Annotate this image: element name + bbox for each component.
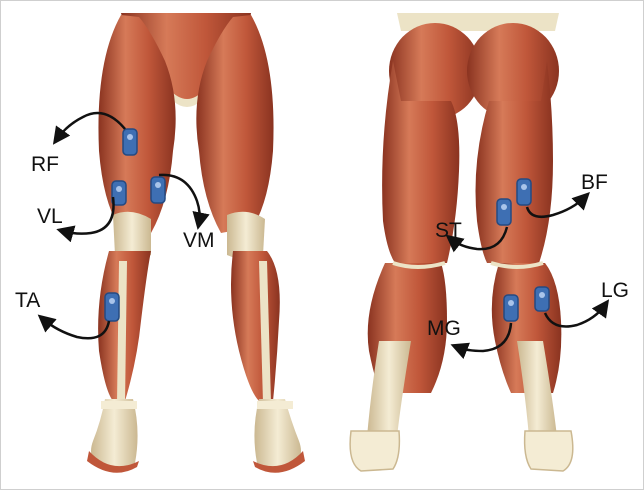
- electrode-vm: [151, 177, 165, 203]
- label-rf: RF: [31, 153, 59, 176]
- front-left-foot: [91, 399, 138, 468]
- label-vm: VM: [183, 229, 215, 252]
- electrode-bf: [517, 179, 531, 205]
- back-view: BF ST MG LG: [350, 13, 629, 471]
- arrow-vl: [63, 197, 114, 234]
- label-ta: TA: [15, 289, 40, 312]
- electrode-mg: [504, 295, 518, 321]
- electrode-rf: [123, 129, 137, 155]
- label-st: ST: [435, 219, 462, 242]
- front-left-ankle-band: [101, 401, 137, 409]
- label-mg: MG: [427, 317, 461, 340]
- label-vl: VL: [37, 205, 63, 228]
- label-lg: LG: [601, 279, 629, 302]
- electrode-ta: [105, 293, 119, 321]
- front-right-ankle-band: [257, 401, 293, 409]
- front-right-foot: [254, 399, 301, 468]
- label-bf: BF: [581, 171, 608, 194]
- front-right-shin: [231, 251, 280, 401]
- electrode-st: [497, 199, 511, 225]
- front-view: RF VL VM TA: [15, 13, 305, 473]
- electrode-lg: [535, 287, 549, 311]
- back-right-heel: [525, 431, 573, 471]
- back-left-heel: [350, 431, 399, 471]
